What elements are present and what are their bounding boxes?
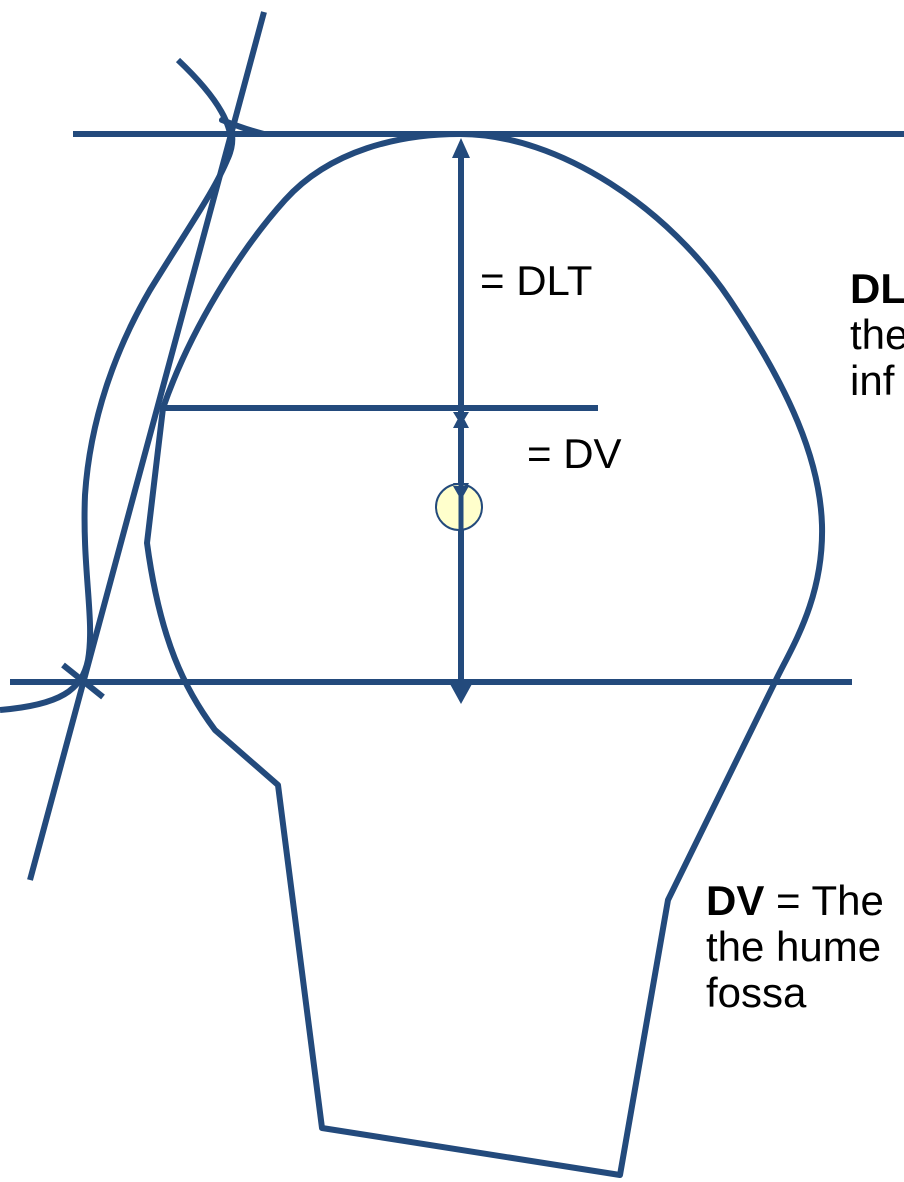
- dv-label: = DV: [527, 430, 622, 477]
- dv-caption-line-1: the hume: [706, 923, 882, 970]
- humerus-outline: [144, 131, 826, 1178]
- lower-left-tick: [61, 662, 105, 700]
- glenoid-top-loop: [219, 117, 265, 160]
- dlt-caption: DL the inf: [850, 266, 904, 404]
- diagonal-tangent-line: [27, 11, 267, 881]
- center-marker-arrowhead: [453, 486, 469, 500]
- dlt-arrowhead-up: [452, 138, 470, 158]
- bottom-arrowhead-down: [450, 684, 472, 704]
- dv-arrowhead-up: [453, 413, 469, 428]
- dlt-label: = DLT: [480, 257, 592, 304]
- dv-caption: DV = The the hume fossa: [706, 878, 884, 1016]
- dv-caption-rest: = The: [764, 877, 884, 924]
- dlt-caption-line-2: inf: [850, 357, 895, 404]
- dv-caption-line-2: fossa: [706, 969, 807, 1016]
- dlt-caption-line-1: the: [850, 311, 904, 358]
- glenoid-outline: [0, 57, 235, 713]
- dlt-caption-term: DL: [850, 265, 904, 312]
- dv-caption-term: DV: [706, 877, 765, 924]
